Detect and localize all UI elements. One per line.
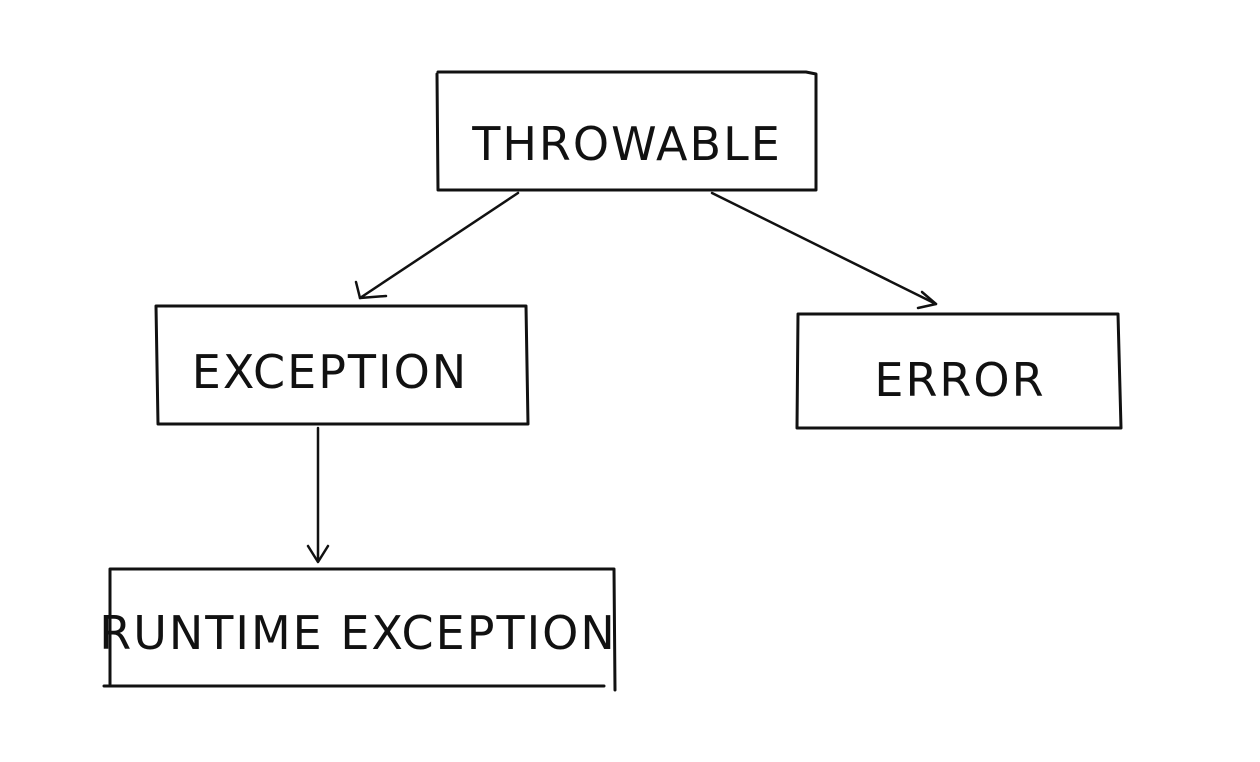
node-runtime-exception-label: RUNTIME EXCEPTION (99, 606, 617, 660)
node-runtime-exception: RUNTIME EXCEPTION (99, 567, 617, 692)
arrowhead-runtime-exception (306, 544, 330, 564)
edge-throwable-to-exception (354, 191, 520, 300)
node-throwable-label: THROWABLE (471, 117, 782, 171)
edge-throwable-to-error (710, 191, 938, 310)
edge-throwable-error-line (710, 191, 938, 306)
node-throwable: THROWABLE (435, 70, 818, 192)
arrowhead-exception (354, 280, 388, 300)
node-error-label: ERROR (874, 353, 1045, 407)
node-exception-box (154, 304, 530, 426)
node-exception: EXCEPTION (154, 304, 530, 426)
arrowhead-error (916, 290, 938, 310)
node-exception-label: EXCEPTION (192, 345, 468, 399)
node-throwable-box (435, 70, 818, 192)
node-runtime-exception-box (102, 567, 617, 692)
edge-throwable-exception-line (358, 191, 520, 300)
node-error: ERROR (795, 312, 1123, 430)
node-error-box (795, 312, 1123, 430)
edge-exception-to-runtime-exception (306, 426, 330, 564)
